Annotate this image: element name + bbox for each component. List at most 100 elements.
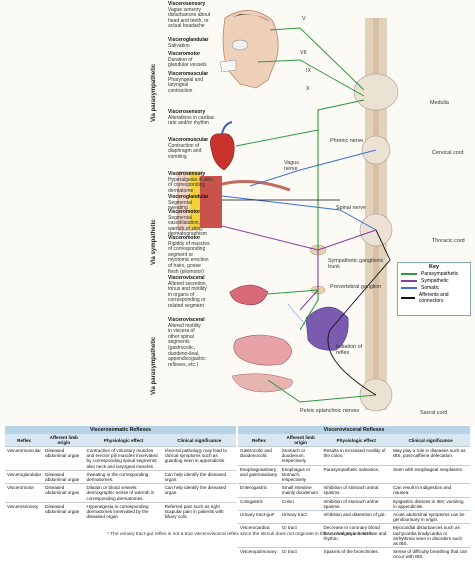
table-cell: Small intestine mainly duodenum: [279, 483, 322, 498]
pelvic-path: [267, 379, 377, 403]
label-pelvic-splanchnic-nerves: Pelvic splanchnic nerves: [300, 408, 360, 414]
table-cell: Stomach or duodenum, respectively: [279, 446, 322, 466]
column-header: Reflex: [238, 434, 280, 447]
legend-swatch: [401, 297, 415, 299]
table-row: Cologastric Colon Inhibition of stomach …: [238, 496, 470, 511]
table-cell: Visceromuscular: [5, 446, 44, 471]
muscle-layer: [200, 176, 222, 228]
legend-key: Key Parasympathetic Sympathetic Somatic …: [397, 262, 471, 316]
table-cell: Esophagosalivary and gastrosalivary: [238, 464, 280, 484]
label-initiation-of-reflex: Initiation of reflex: [336, 344, 363, 356]
table-cell: Inhibition of stomach antral spasms.: [321, 496, 392, 511]
table-row: Visceromotor Diseased abdominal organ Di…: [5, 483, 236, 503]
somatic-path: [249, 149, 377, 187]
table-cell: Cologastric: [238, 496, 280, 511]
table-cell: Diseased abdominal organ: [43, 501, 85, 521]
section-label-sympathetic: Via sympathetic: [151, 219, 157, 265]
label-sympathetic-ganglionic-trunk: Sympathetic ganglionic trunk: [328, 258, 384, 270]
table-row: Visceromuscular Diseased abdominal organ…: [5, 446, 236, 471]
table-title: Viscerovisceral Reflexes: [238, 426, 470, 434]
table-cell: Urinary tract-gut*: [238, 510, 280, 524]
viscerosomatic-table: Viscerosomatic Reflexes Reflex Afferent …: [5, 426, 236, 521]
diagram-artwork: [177, 10, 399, 412]
table-cell: Inhibition and distention of gut.: [321, 510, 392, 524]
legend-item-afferents: Afferents and connectors: [401, 292, 467, 304]
label-cervical-cord: Cervical cord: [432, 150, 464, 156]
colon-illustration: [233, 334, 292, 366]
heart-illustration: [210, 133, 235, 171]
column-header: Afferent limb origin: [43, 434, 85, 447]
label-prevertebral-ganglion: Prevertebral ganglion: [330, 284, 382, 290]
afferent-path: [329, 229, 391, 331]
parasympathetic-path: [235, 129, 319, 147]
table-cell: Can help identify the diseased organ.: [162, 469, 236, 484]
table-row: Urinary tract-gut* Urinary tract Inhibit…: [238, 510, 470, 524]
teeth-illustration: [219, 59, 237, 73]
parasympathetic-path: [269, 27, 365, 91]
table-cell: Sweating in the corresponding dermatomes…: [84, 469, 163, 484]
table-row: Gastrocolic and duodenocolic Stomach or …: [238, 446, 470, 466]
fat-layer: [190, 172, 200, 230]
table-row: Viscerocardiac GI tract Decrease in coro…: [238, 523, 470, 548]
table-cell: Acute abdominal symptoms can be genitour…: [391, 510, 470, 524]
label-vagus-nerve: Vagus nerve: [284, 160, 299, 172]
table-row: Esophagosalivary and gastrosalivary Esop…: [238, 464, 470, 484]
table-cell: Seen with esophageal neoplasms.: [391, 464, 470, 484]
table-cell: May play a role in diseases such as IBS,…: [391, 446, 470, 466]
vagus-path: [299, 99, 365, 331]
parasympathetic-path: [267, 289, 319, 295]
aorta-illustration: [221, 121, 233, 135]
label-thoracic-cord: Thoracic cord: [432, 238, 465, 244]
somatic-path: [221, 195, 377, 231]
legend-item-parasympathetic: Parasympathetic: [401, 271, 467, 277]
label-sacral-cord: Sacral cord: [420, 410, 448, 416]
head-illustration: [222, 10, 279, 89]
section-label-parasympathetic-bottom: Via parasympathetic: [151, 336, 157, 395]
table-cell: Results in increased motility of the col…: [321, 446, 392, 466]
legend-swatch: [401, 287, 417, 289]
table-cell: GI tract: [279, 523, 322, 548]
table-row: Enterogastric Small intestine mainly duo…: [238, 483, 470, 498]
table-cell: Urinary tract: [279, 510, 322, 524]
intestine-illustration: [231, 373, 293, 393]
table-cell: Epigastric distress in IBS; vomiting in …: [391, 496, 470, 511]
table-cell: Referred pain such as right scapular pai…: [162, 501, 236, 521]
nerve-label-ix: IX: [306, 68, 312, 74]
table-cell: Visceral pathology may lead to clinical …: [162, 446, 236, 471]
table-cell: Visceromotor: [5, 483, 44, 503]
sympathetic-path: [299, 229, 377, 311]
legend-item-somatic: Somatic: [401, 285, 467, 291]
column-header: Physiologic effect: [321, 434, 392, 447]
initiation-pathway: [287, 303, 313, 331]
table-cell: Diseased abdominal organ: [43, 483, 85, 503]
legend-title: Key: [429, 264, 439, 270]
column-header: Clinical significance: [162, 434, 236, 447]
reflex-diagram: Via parasympathetic Via sympathetic Via …: [151, 1, 471, 416]
table-cell: Parasympathetic salivation.: [321, 464, 392, 484]
column-header: Afferent limb origin: [279, 434, 322, 447]
table-cell: Gastrocolic and duodenocolic: [238, 446, 280, 466]
nerve-label-vii: VII: [300, 50, 307, 56]
table-cell: Myocardial disturbances such as tachycar…: [391, 523, 470, 548]
afferent-path: [327, 329, 377, 396]
viscerovisceral-table: Viscerovisceral Reflexes Reflex Afferent…: [238, 426, 470, 561]
legend-swatch: [401, 273, 417, 275]
sympathetic-path: [221, 225, 319, 251]
medulla-section: [353, 73, 399, 111]
table-cell: Can result in indigestion and nausea.: [391, 483, 470, 498]
eye-illustration: [231, 39, 249, 51]
table-cell: Can help identify the diseased organ.: [162, 483, 236, 503]
table-cell: Enterogastric: [238, 483, 280, 498]
table-cell: Diseased abdominal organ: [43, 469, 85, 484]
legend-swatch: [401, 280, 417, 282]
table-cell: Visceroglandular: [5, 469, 44, 484]
table-cell: Esophagus or stomach, respectively: [279, 464, 322, 484]
